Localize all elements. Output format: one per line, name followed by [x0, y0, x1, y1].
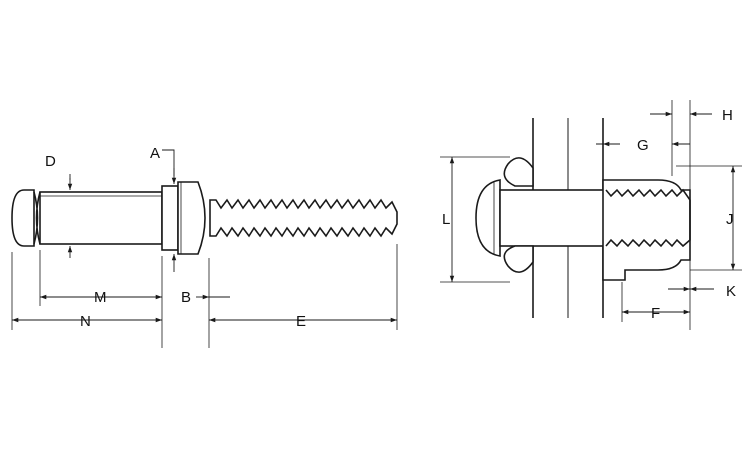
dim-label-m: M: [94, 289, 107, 306]
pin-head: [11, 189, 35, 247]
pin-dimension-lines: [12, 149, 397, 323]
pin-groove: [33, 191, 41, 245]
dim-label-d: D: [45, 153, 56, 170]
dim-label-b: B: [181, 289, 191, 306]
dim-label-e: E: [296, 313, 306, 330]
dim-label-j: J: [726, 211, 734, 228]
bulb-formation-lower: [503, 245, 534, 273]
pin-collar-step: [161, 185, 179, 251]
installed-dimension-lines: [449, 111, 736, 315]
dim-label-h: H: [722, 107, 733, 124]
dim-label-l: L: [442, 211, 450, 228]
bulb-formation: [503, 157, 534, 187]
dim-label-g: G: [637, 137, 649, 154]
installed-pin-body: [499, 189, 607, 247]
pin-threads: [209, 198, 398, 238]
pin-collar: [177, 181, 206, 255]
pin-shank: [39, 191, 163, 245]
installed-pin-head: [475, 179, 501, 257]
dim-label-f: F: [651, 305, 660, 322]
dim-label-a: A: [150, 145, 160, 162]
dim-label-n: N: [80, 313, 91, 330]
pin-side-view: [11, 181, 398, 255]
swaged-collar: [602, 179, 691, 281]
dim-label-k: K: [726, 283, 736, 300]
installed-assembly-view: [475, 118, 691, 318]
pin-extension-lines: [11, 244, 398, 348]
